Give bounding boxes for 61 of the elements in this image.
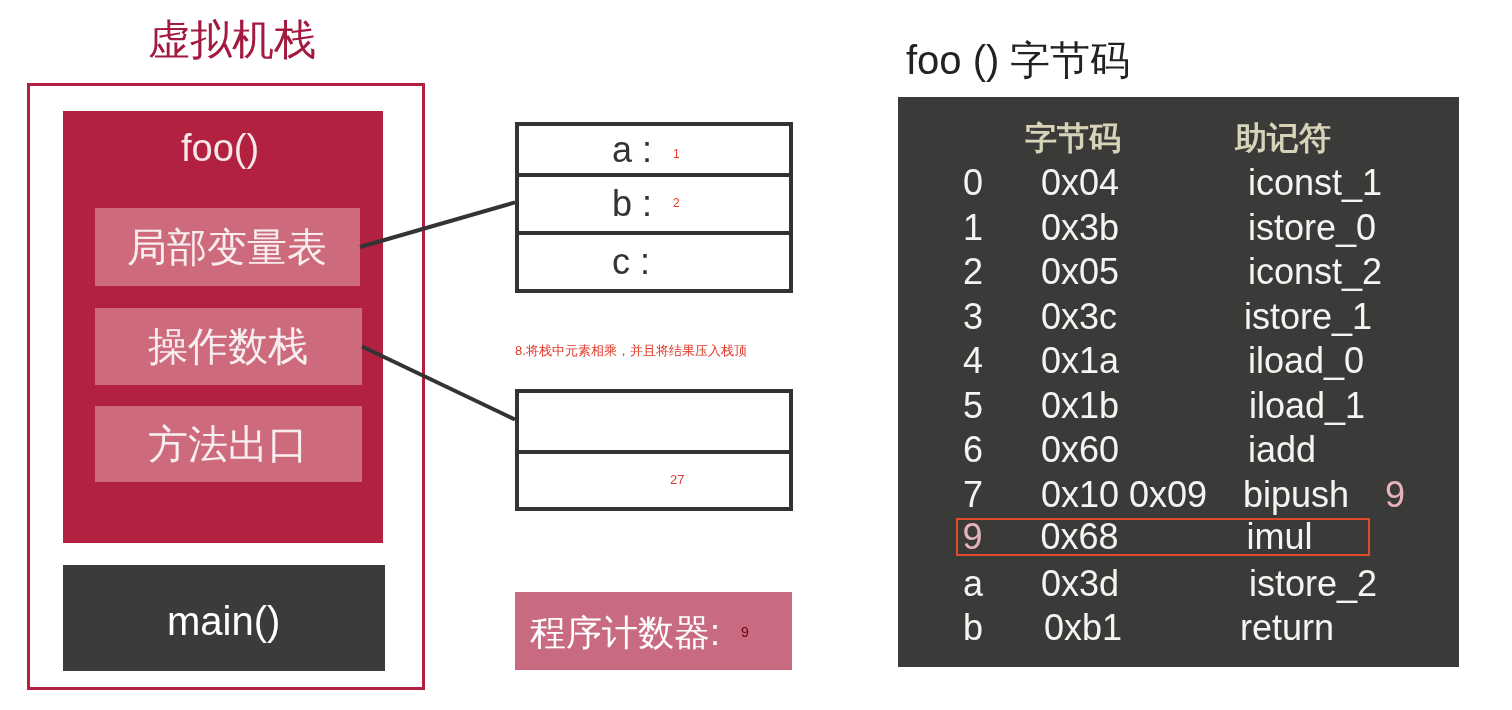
opcode: 0x04	[1041, 163, 1120, 203]
mnemonic: iconst_1	[1248, 163, 1383, 203]
stack-value: 27	[670, 472, 685, 488]
section-label: 局部变量表	[127, 224, 327, 271]
bytecode-offset: 6	[963, 430, 984, 470]
counter-value: 9	[741, 624, 749, 640]
bytecode-offset: 2	[963, 252, 984, 292]
mnemonic: istore_1	[1244, 296, 1373, 337]
opcode: 0x60	[1041, 430, 1120, 470]
frame-section	[95, 208, 360, 286]
mnemonic: istore_2	[1249, 563, 1378, 604]
opcode: 0x1b	[1041, 385, 1120, 426]
bytecode-offset: 7	[963, 474, 984, 515]
variable-name: c :	[612, 240, 650, 284]
mnemonic: iload_0	[1248, 341, 1365, 381]
mnemonic: iadd	[1248, 430, 1317, 470]
program-counter-panel	[515, 592, 792, 670]
frame-title: foo()	[181, 126, 260, 170]
mnemonic: imul	[1246, 520, 1313, 553]
operand-stack	[515, 389, 793, 511]
opcode: 0x10 0x09	[1041, 474, 1208, 515]
variable-name: a :	[612, 128, 653, 172]
variable-name: b :	[612, 182, 653, 226]
bytecode-offset: 5	[963, 385, 984, 426]
section-label: 操作数栈	[148, 323, 308, 370]
counter-label: 程序计数器:	[530, 611, 720, 655]
frame-section	[95, 308, 362, 385]
frame-title: 虚拟机栈	[148, 15, 316, 65]
variable-value: 2	[673, 196, 680, 210]
bytecode-offset: 9	[962, 520, 983, 553]
highlight-frame	[956, 518, 1370, 556]
column-header: 助记符	[1235, 119, 1331, 158]
panel-title: foo () 字节码	[906, 37, 1131, 84]
mnemonic: iconst_2	[1248, 252, 1383, 292]
bytecode-offset: 3	[963, 296, 984, 337]
bytecode-offset: 4	[963, 341, 984, 381]
mnemonic: istore_0	[1248, 207, 1377, 248]
bytecode-offset: a	[963, 563, 984, 604]
section-label: 方法出口	[148, 421, 308, 468]
frame-title: main()	[167, 598, 281, 645]
opcode: 0x3d	[1041, 563, 1120, 604]
variable-table	[515, 122, 793, 293]
operand-value: 9	[1385, 474, 1406, 515]
opcode: 0x1a	[1041, 341, 1120, 381]
opcode: 0xb1	[1044, 608, 1123, 648]
mnemonic: iload_1	[1249, 385, 1366, 426]
frame-section	[95, 406, 362, 482]
opcode: 0x05	[1041, 252, 1120, 292]
method-frame	[63, 565, 385, 671]
bytecode-offset: b	[963, 608, 984, 648]
annotation-text: 8.将栈中元素相乘，并且将结果压入栈顶	[515, 343, 747, 359]
bytecode-offset: 1	[963, 207, 984, 248]
column-header: 字节码	[1025, 119, 1121, 158]
mnemonic: bipush	[1243, 474, 1350, 515]
mnemonic: return	[1240, 608, 1335, 648]
opcode: 0x3b	[1041, 207, 1120, 248]
bytecode-offset: 0	[963, 163, 984, 203]
opcode: 0x3c	[1041, 296, 1118, 337]
opcode: 0x68	[1040, 520, 1119, 553]
method-frame	[63, 111, 383, 543]
variable-value: 1	[673, 147, 680, 161]
